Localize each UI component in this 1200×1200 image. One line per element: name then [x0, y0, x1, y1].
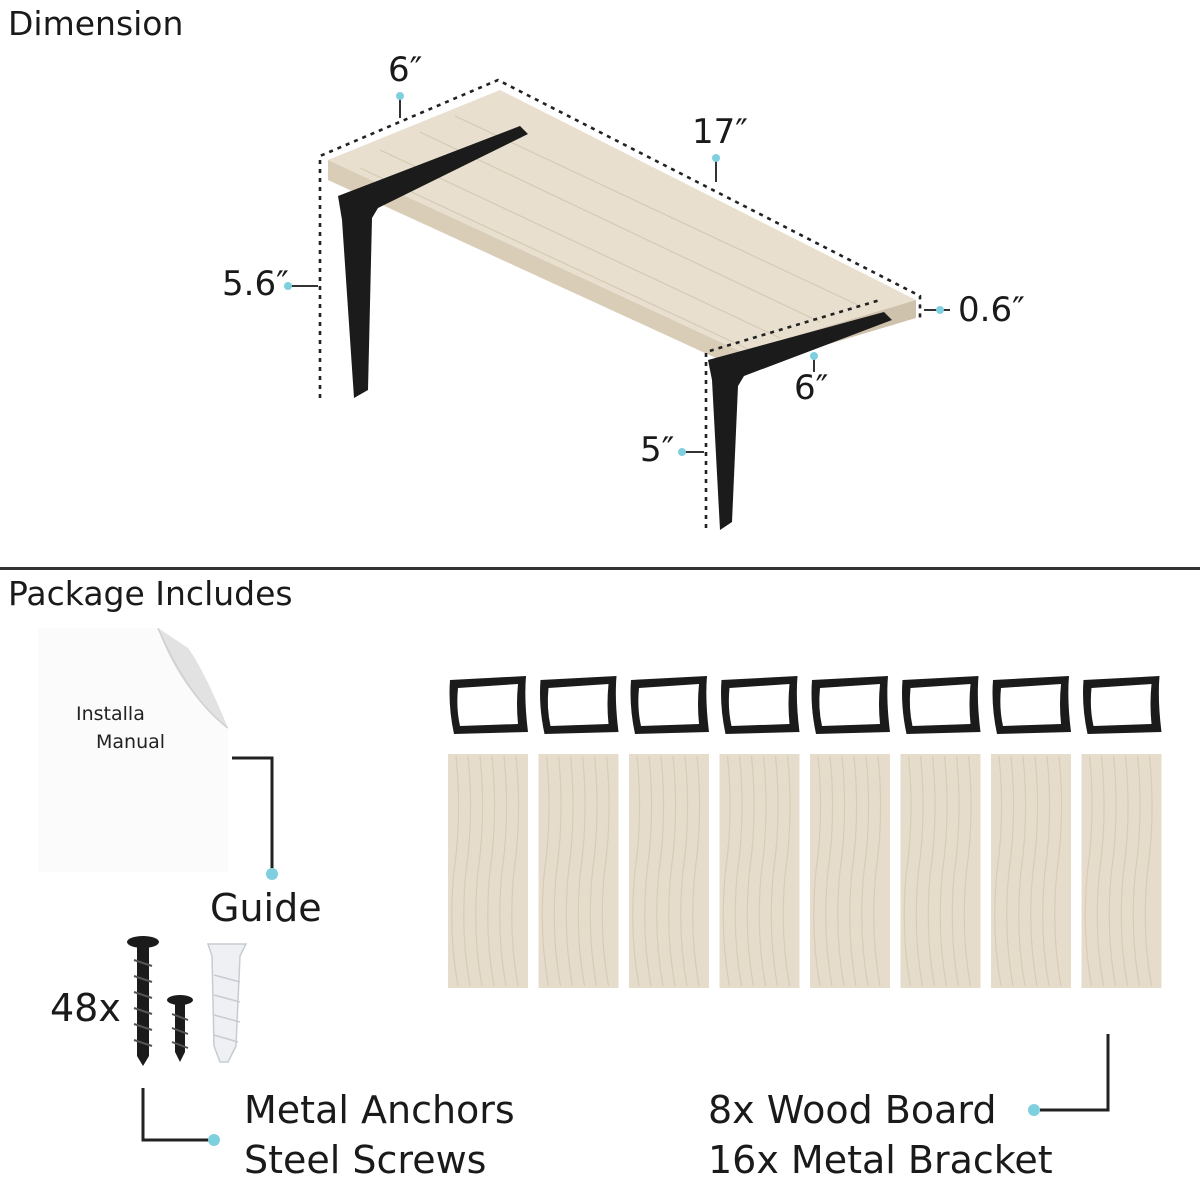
pointer-dot — [396, 92, 404, 100]
pointer-dot — [266, 868, 278, 880]
pointer-dot — [208, 1134, 220, 1146]
thickness-label: 0.6″ — [958, 290, 1025, 330]
dimension-title: Dimension — [8, 4, 184, 43]
wood-board — [448, 754, 528, 988]
metal-bracket — [449, 676, 528, 734]
boards-callout-line — [1040, 1034, 1110, 1112]
left-bracket — [338, 126, 528, 398]
bracket-height-label: 5″ — [640, 430, 675, 470]
metal-bracket — [630, 676, 709, 734]
wood-board — [900, 754, 981, 988]
wood-board — [1081, 754, 1162, 988]
wood-board — [991, 754, 1071, 988]
installation-manual-image: Installa Manual — [38, 628, 228, 872]
wood-board — [629, 754, 709, 988]
wood-board — [538, 754, 619, 988]
hardware-label-line2: Steel Screws — [244, 1138, 487, 1182]
pointer-dot — [678, 448, 686, 456]
boards-label-line2: 16x Metal Bracket — [708, 1138, 1053, 1182]
pointer-dot — [810, 352, 818, 360]
shelf-front-edge — [328, 160, 742, 370]
depth-top-label: 6″ — [388, 50, 423, 90]
hardware-label-line1: Metal Anchors — [244, 1088, 515, 1132]
hardware-count: 48x — [50, 986, 121, 1030]
length-label: 17″ — [692, 112, 748, 152]
metal-bracket — [1083, 676, 1162, 734]
board-row — [448, 754, 1162, 988]
wall-anchor-icon — [206, 943, 248, 1063]
wood-board — [719, 754, 800, 988]
metal-bracket — [902, 676, 981, 734]
guide-caption: Guide — [210, 886, 322, 930]
metal-bracket — [992, 676, 1071, 734]
pointer-dot — [936, 306, 944, 314]
bracket-depth-label: 6″ — [794, 368, 829, 408]
manual-line2: Manual — [96, 731, 166, 753]
long-screw-icon — [127, 936, 159, 1066]
guide-callout-line — [232, 756, 274, 872]
height-left-label: 5.6″ — [222, 264, 289, 304]
boards-label-line1: 8x Wood Board — [708, 1088, 997, 1132]
wood-board — [810, 754, 890, 988]
pointer-dot — [712, 154, 720, 162]
section-divider — [0, 567, 1200, 570]
pointer-dot — [284, 282, 292, 290]
manual-line1: Installa — [76, 703, 145, 725]
bracket-row — [449, 676, 1162, 734]
page-curl-icon — [157, 628, 228, 729]
short-screw-icon — [167, 995, 193, 1062]
metal-bracket — [811, 676, 890, 734]
hardware-callout-line — [141, 1088, 212, 1142]
metal-bracket — [721, 676, 800, 734]
metal-bracket — [540, 676, 619, 734]
shelf-dimension-diagram — [284, 78, 950, 530]
package-title: Package Includes — [8, 574, 293, 613]
pointer-dot — [1028, 1104, 1040, 1116]
right-bracket — [708, 312, 892, 530]
